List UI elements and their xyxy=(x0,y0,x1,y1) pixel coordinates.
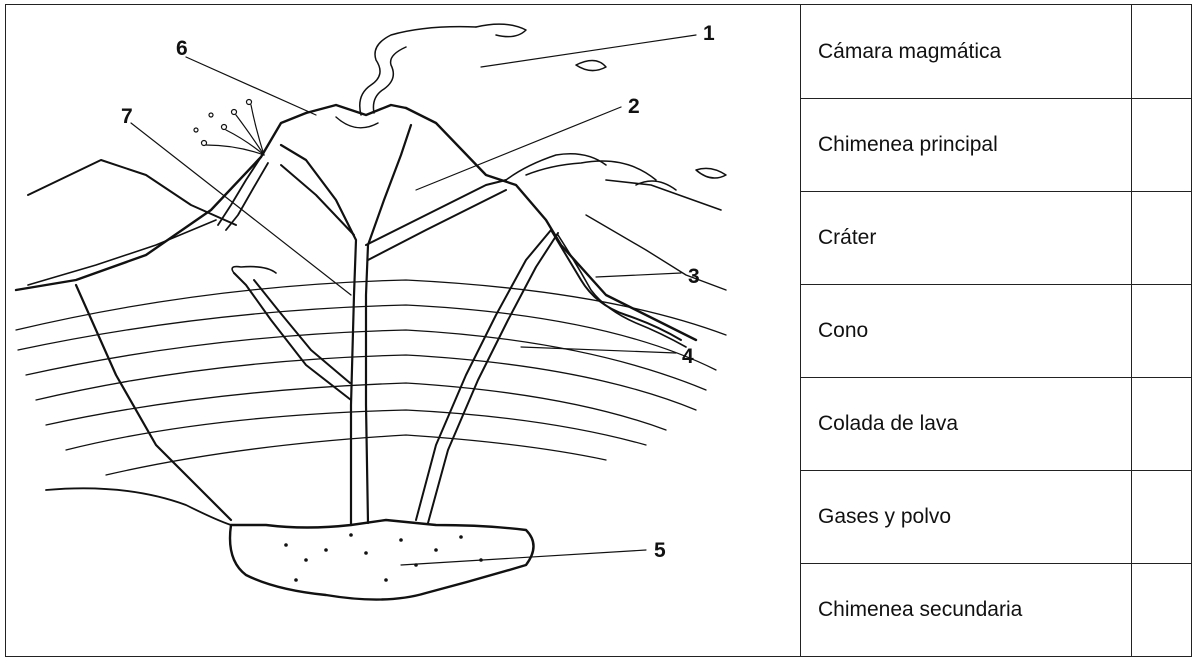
strata-lines xyxy=(16,280,726,475)
surface-left xyxy=(46,488,231,525)
left-dike-inner xyxy=(254,280,350,383)
cone-left-flank xyxy=(16,113,306,290)
label-colada-de-lava: Colada de lava xyxy=(801,377,1131,470)
answer-cell[interactable] xyxy=(1132,191,1191,284)
crater-rim xyxy=(306,105,406,115)
callout-7: 7 xyxy=(121,105,133,128)
label-column: Cámara magmática Chimenea principal Crát… xyxy=(801,5,1131,656)
secondary-conduit-left xyxy=(416,230,551,520)
callout-4: 4 xyxy=(682,345,694,368)
label-chimenea-secundaria: Chimenea secundaria xyxy=(801,563,1131,656)
left-mountain-slope xyxy=(28,220,216,285)
callout-6: 6 xyxy=(176,37,188,60)
left-dike xyxy=(234,273,351,400)
smoke-plume xyxy=(360,24,726,190)
right-mountain xyxy=(606,180,721,210)
answer-cell[interactable] xyxy=(1132,5,1191,98)
callout-3: 3 xyxy=(688,265,700,288)
answer-cell[interactable] xyxy=(1132,377,1191,470)
branch-right-2 xyxy=(368,190,506,260)
callout-2: 2 xyxy=(628,95,640,118)
answer-cell[interactable] xyxy=(1132,470,1191,563)
left-dike-top xyxy=(232,267,276,273)
worksheet-table: 1 2 3 4 5 6 7 Cámara magmática Chimenea … xyxy=(5,4,1192,657)
label-chimenea-principal: Chimenea principal xyxy=(801,98,1131,191)
label-gases-y-polvo: Gases y polvo xyxy=(801,470,1131,563)
volcano-diagram-cell: 1 2 3 4 5 6 7 xyxy=(6,5,801,656)
ejecta xyxy=(194,100,264,156)
answer-cell[interactable] xyxy=(1132,563,1191,656)
leader-lines xyxy=(131,35,696,565)
main-conduit-right xyxy=(366,125,411,523)
cone-right-flank xyxy=(406,108,696,340)
label-camara-magmatica: Cámara magmática xyxy=(801,5,1131,98)
magma-dots xyxy=(284,533,483,582)
lava-flow-2 xyxy=(558,235,686,347)
label-crater: Cráter xyxy=(801,191,1131,284)
answer-column xyxy=(1131,5,1191,656)
callout-5: 5 xyxy=(654,539,666,562)
crater-fill xyxy=(336,117,378,128)
secondary-conduit-right xyxy=(428,233,558,523)
right-mountain-lower xyxy=(586,215,726,290)
main-conduit-left xyxy=(281,145,356,525)
crust-left xyxy=(76,285,231,520)
callout-1: 1 xyxy=(703,22,715,45)
volcano-diagram: 1 2 3 4 5 6 7 xyxy=(6,5,799,655)
answer-cell[interactable] xyxy=(1132,98,1191,191)
label-cono: Cono xyxy=(801,284,1131,377)
answer-cell[interactable] xyxy=(1132,284,1191,377)
